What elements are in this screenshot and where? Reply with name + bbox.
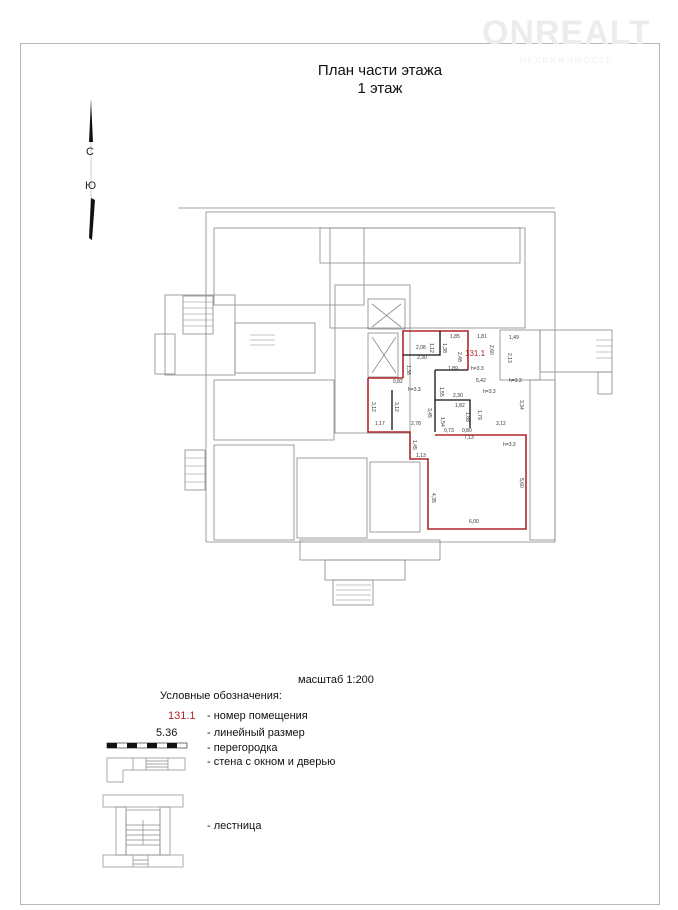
legend-room-desc: - номер помещения [207,710,308,722]
dimension-label: 2,30 [417,355,427,361]
compass-north-label: С [86,146,94,158]
legend-dim-sample: 5.36 [156,727,178,739]
building-walls [154,207,613,606]
dimension-label: 0,80 [462,428,472,434]
dimension-label: 3,45 [426,408,432,418]
dimension-label: 3,12 [370,402,376,412]
page-title: План части этажа 1 этаж [250,62,510,98]
dimension-label: 6,00 [469,519,479,525]
dimension-label: 1,17 [375,421,385,427]
compass-south-label: Ю [85,180,97,192]
dimension-label: 2,78 [411,421,421,427]
compass-icon [89,100,95,240]
dimension-label: 2,30 [453,393,463,399]
dimension-label: h=3.3 [471,366,484,372]
title-line-2: 1 этаж [357,80,403,97]
dimension-label: 1,82 [455,403,465,409]
dimension-label: 1,49 [509,335,519,341]
legend-room-sample: 131.1 [168,710,196,722]
dimension-label: 2,48 [456,352,462,362]
dimension-label: 3,12 [393,402,399,412]
legend-dim-desc: - линейный размер [207,727,305,739]
dimension-label: 1,55 [438,387,444,397]
scale-label: масштаб 1:200 [298,674,374,686]
dimension-label: 1,13 [416,453,426,459]
room-number-label: 131.1 [465,349,486,358]
title-line-1: План части этажа [317,62,443,79]
dimension-label: 1,12 [428,343,434,353]
dimension-label: 0,82 [393,379,403,385]
dimension-label: 3,34 [518,400,524,410]
legend-stair-symbol [102,794,184,868]
dimension-label: 1,38 [441,343,447,353]
dimension-label: h=3.3 [408,387,421,393]
dimension-label: 7,13 [464,435,474,441]
legend-heading: Условные обозначения: [160,690,282,702]
dimension-label: 1,45 [411,440,417,450]
dimension-label: 1,81 [477,334,487,340]
dimension-label: 3,12 [496,421,506,427]
legend-wall-desc: - стена с окном и дверью [207,756,336,768]
legend-stair-desc: - лестница [207,820,262,832]
dimension-labels: 1,85 1,12 1,38 2,08 2,30 2,48 1,812,60 1,49 2,13… [370,334,524,525]
partitions [391,331,471,432]
stairs [183,301,612,601]
dimension-label: h=3.3 [503,442,516,448]
dimension-label: 1,79 [476,410,482,420]
dimension-label: 1,38 [405,365,411,375]
watermark-subtitle: НЕДВИЖИМОСТЬ [520,56,614,65]
dimension-label: 2,60 [488,345,494,355]
dimension-label: 4,35 [430,493,436,503]
dimension-label: 0,73 [444,428,454,434]
dimension-label: 5,60 [518,478,524,488]
legend-partition-symbol [106,742,188,749]
dimension-label: 5,42 [476,378,486,384]
dimension-label: 2,13 [506,353,512,363]
dimension-label: 1,88 [464,412,470,422]
dimension-label: h=3.3 [509,378,522,384]
dimension-label: 1,85 [450,334,460,340]
dimension-label: 1,89 [448,366,458,372]
drawing-frame [20,43,660,905]
dimension-label: 1,54 [439,417,445,427]
dimension-label: 2,08 [416,345,426,351]
legend-wall-symbol [106,757,186,783]
dimension-label: h=3.3 [483,389,496,395]
watermark-logo: ONREALT [482,14,651,52]
legend-partition-desc: - перегородка [207,742,278,754]
